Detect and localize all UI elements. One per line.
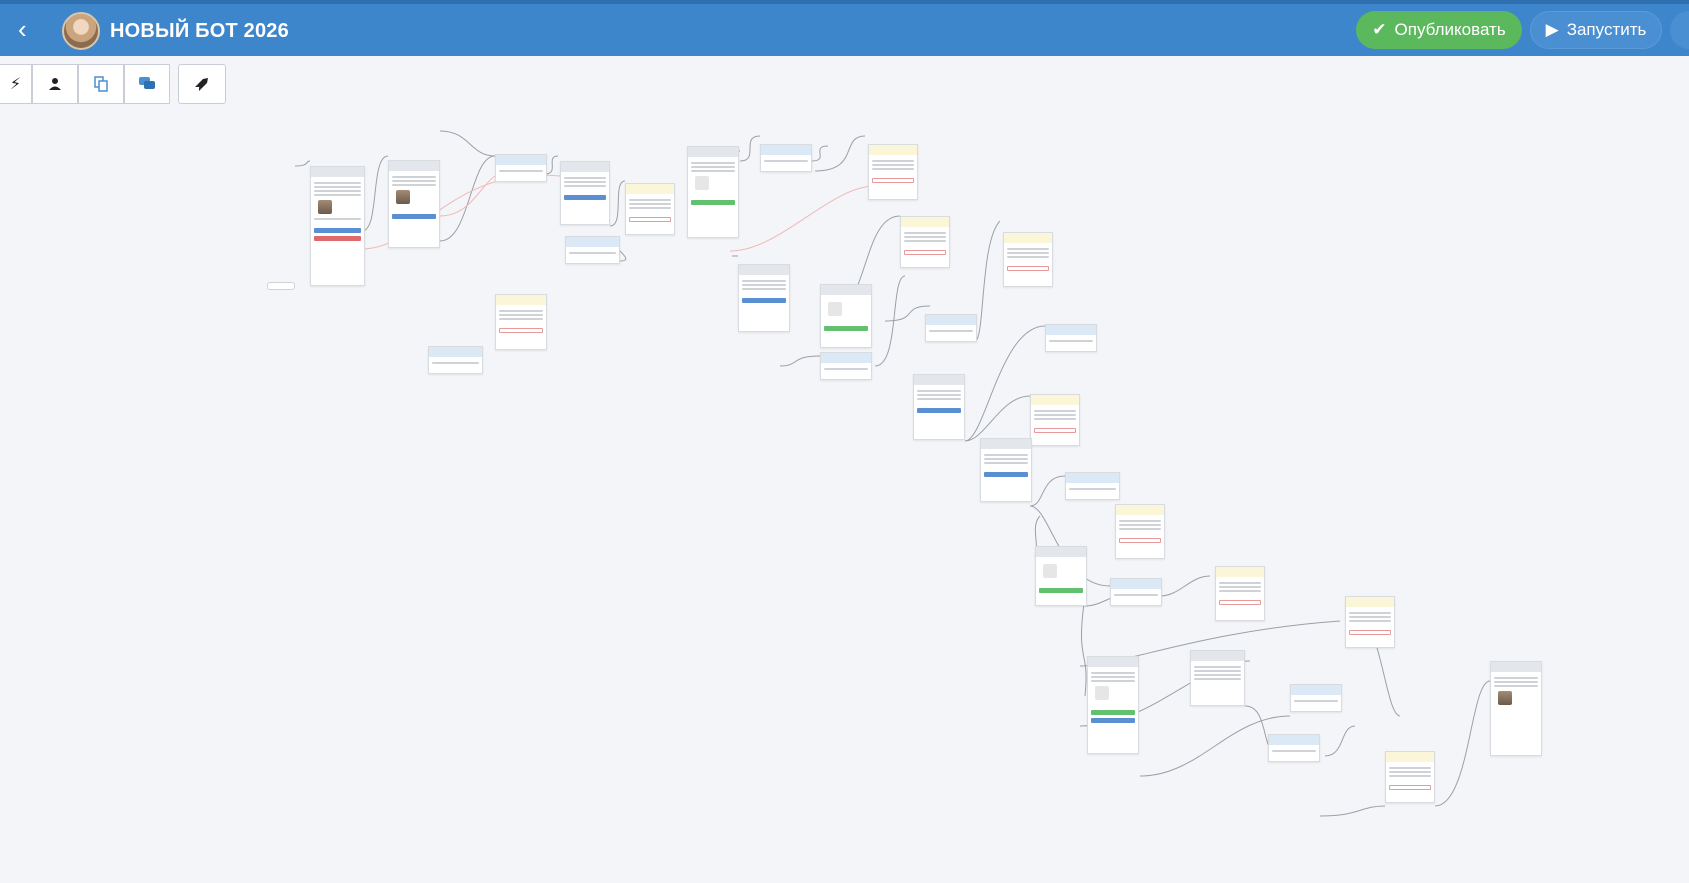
flow-node[interactable] xyxy=(1268,734,1320,762)
flow-node[interactable] xyxy=(495,294,547,350)
flow-node[interactable] xyxy=(913,374,965,440)
flow-node[interactable] xyxy=(1345,596,1395,648)
flow-node[interactable] xyxy=(980,438,1032,502)
flow-node[interactable] xyxy=(1045,324,1097,352)
flow-node[interactable] xyxy=(388,160,440,248)
flow-node[interactable] xyxy=(1065,472,1120,500)
publish-label: Опубликовать xyxy=(1394,20,1506,39)
top-bar: ‹ НОВЫЙ БОТ 2026 ✔ Опубликовать ▶ Запуст… xyxy=(0,0,1689,56)
flow-node[interactable] xyxy=(1030,394,1080,446)
flow-node[interactable] xyxy=(310,166,365,286)
start-node[interactable] xyxy=(267,282,295,290)
flow-node[interactable] xyxy=(560,161,610,225)
flow-node[interactable] xyxy=(1087,656,1139,754)
flow-node[interactable] xyxy=(625,183,675,235)
flow-node[interactable] xyxy=(900,216,950,268)
flow-node[interactable] xyxy=(925,314,977,342)
flow-node[interactable] xyxy=(738,264,790,332)
flow-node[interactable] xyxy=(820,284,872,348)
bot-title[interactable]: НОВЫЙ БОТ 2026 xyxy=(110,20,289,42)
run-button[interactable]: ▶ Запустить xyxy=(1530,11,1662,49)
rocket-icon[interactable] xyxy=(178,64,226,104)
back-icon[interactable]: ‹ xyxy=(18,14,27,44)
flow-node[interactable] xyxy=(1190,650,1245,706)
flow-connections xyxy=(294,130,1491,817)
more-button[interactable] xyxy=(1670,11,1689,49)
flow-node[interactable] xyxy=(1003,232,1053,287)
flow-node[interactable] xyxy=(1115,504,1165,559)
flow-node[interactable] xyxy=(687,146,739,238)
bot-avatar[interactable] xyxy=(62,12,100,50)
run-label: Запустить xyxy=(1566,20,1647,39)
flow-node[interactable] xyxy=(1215,566,1265,621)
play-icon: ▶ xyxy=(1545,20,1559,39)
flow-node[interactable] xyxy=(1110,578,1162,606)
flow-node[interactable] xyxy=(428,346,483,374)
flow-node[interactable] xyxy=(565,236,620,264)
check-icon: ✔ xyxy=(1372,20,1387,39)
publish-button[interactable]: ✔ Опубликовать xyxy=(1356,11,1522,49)
copy-icon[interactable] xyxy=(78,64,124,104)
comments-icon[interactable] xyxy=(124,64,170,104)
toolbar: ⚡ xyxy=(0,64,226,104)
flow-node[interactable] xyxy=(1385,751,1435,803)
bolt-icon[interactable]: ⚡ xyxy=(0,64,32,104)
flow-node[interactable] xyxy=(1490,661,1542,756)
flow-node[interactable] xyxy=(495,154,547,182)
flow-node[interactable] xyxy=(1035,546,1087,606)
flow-node[interactable] xyxy=(1290,684,1342,712)
user-icon[interactable] xyxy=(32,64,78,104)
flow-canvas[interactable] xyxy=(0,106,1689,883)
flow-node[interactable] xyxy=(820,352,872,380)
flow-node[interactable] xyxy=(760,144,812,172)
flow-node[interactable] xyxy=(868,144,918,200)
